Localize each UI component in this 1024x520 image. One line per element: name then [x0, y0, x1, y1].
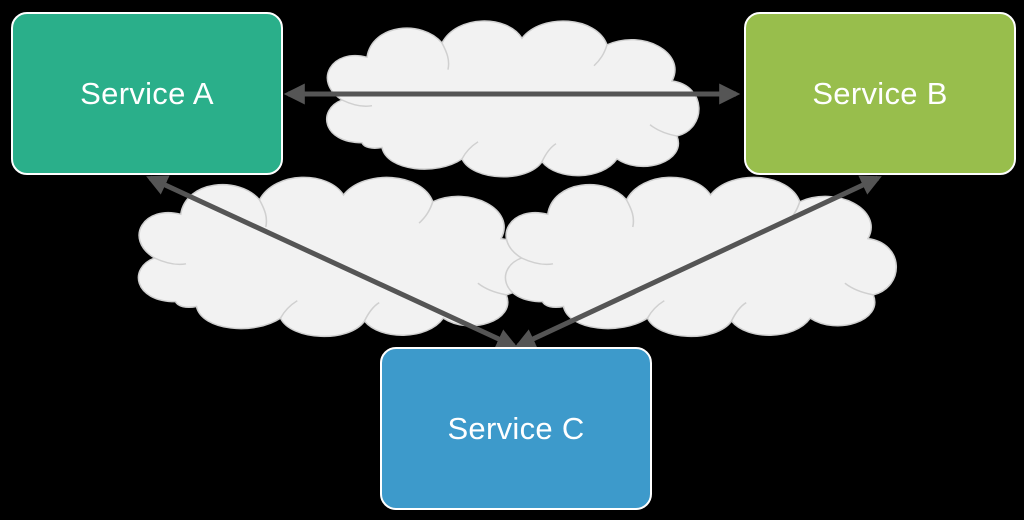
connection-arrow-a-c — [146, 175, 518, 349]
service-a-box: Service A — [11, 12, 283, 175]
service-a-label: Service A — [80, 75, 214, 111]
service-b-box: Service B — [744, 12, 1016, 175]
cloud-icon — [325, 20, 700, 178]
service-c-label: Service C — [447, 410, 585, 446]
cloud-icon — [504, 176, 897, 338]
service-c-box: Service C — [380, 347, 652, 510]
connection-arrow-b-c — [514, 175, 882, 349]
service-b-label: Service B — [812, 75, 948, 111]
